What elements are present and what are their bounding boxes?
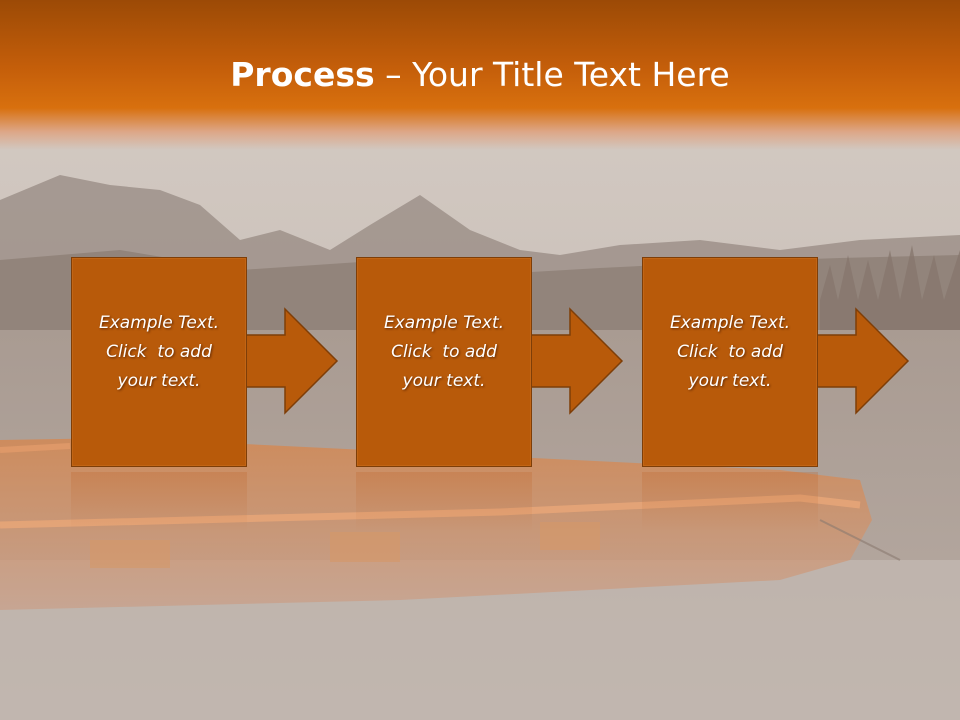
step-text[interactable]: Example Text. Click to add your text.: [648, 309, 812, 396]
title-bold-text: Process: [230, 55, 375, 94]
step-text-line: your text.: [117, 371, 201, 391]
right-arrow-icon: [815, 307, 910, 415]
step-reflection: [356, 472, 532, 532]
step-text-line: Click to add: [106, 342, 212, 362]
title-rest-text: – Your Title Text Here: [374, 55, 730, 94]
slide-title[interactable]: Process – Your Title Text Here: [0, 52, 960, 98]
step-box: [356, 257, 532, 467]
step-text[interactable]: Example Text. Click to add your text.: [77, 309, 241, 396]
process-step-2[interactable]: Example Text. Click to add your text.: [356, 257, 636, 467]
step-reflection: [71, 472, 247, 532]
step-text-line: Example Text.: [383, 313, 505, 333]
step-box: [71, 257, 247, 467]
right-arrow-icon: [244, 307, 339, 415]
title-band: [0, 0, 960, 150]
step-reflection: [642, 472, 818, 532]
step-text-line: Example Text.: [98, 313, 220, 333]
step-text-line: Example Text.: [669, 313, 791, 333]
right-arrow-icon: [529, 307, 624, 415]
step-text-line: your text.: [688, 371, 772, 391]
step-text-line: your text.: [402, 371, 486, 391]
process-step-1[interactable]: Example Text. Click to add your text.: [71, 257, 351, 467]
step-text-line: Click to add: [391, 342, 497, 362]
step-text-line: Click to add: [677, 342, 783, 362]
step-text[interactable]: Example Text. Click to add your text.: [362, 309, 526, 396]
process-step-3[interactable]: Example Text. Click to add your text.: [642, 257, 922, 467]
step-box: [642, 257, 818, 467]
